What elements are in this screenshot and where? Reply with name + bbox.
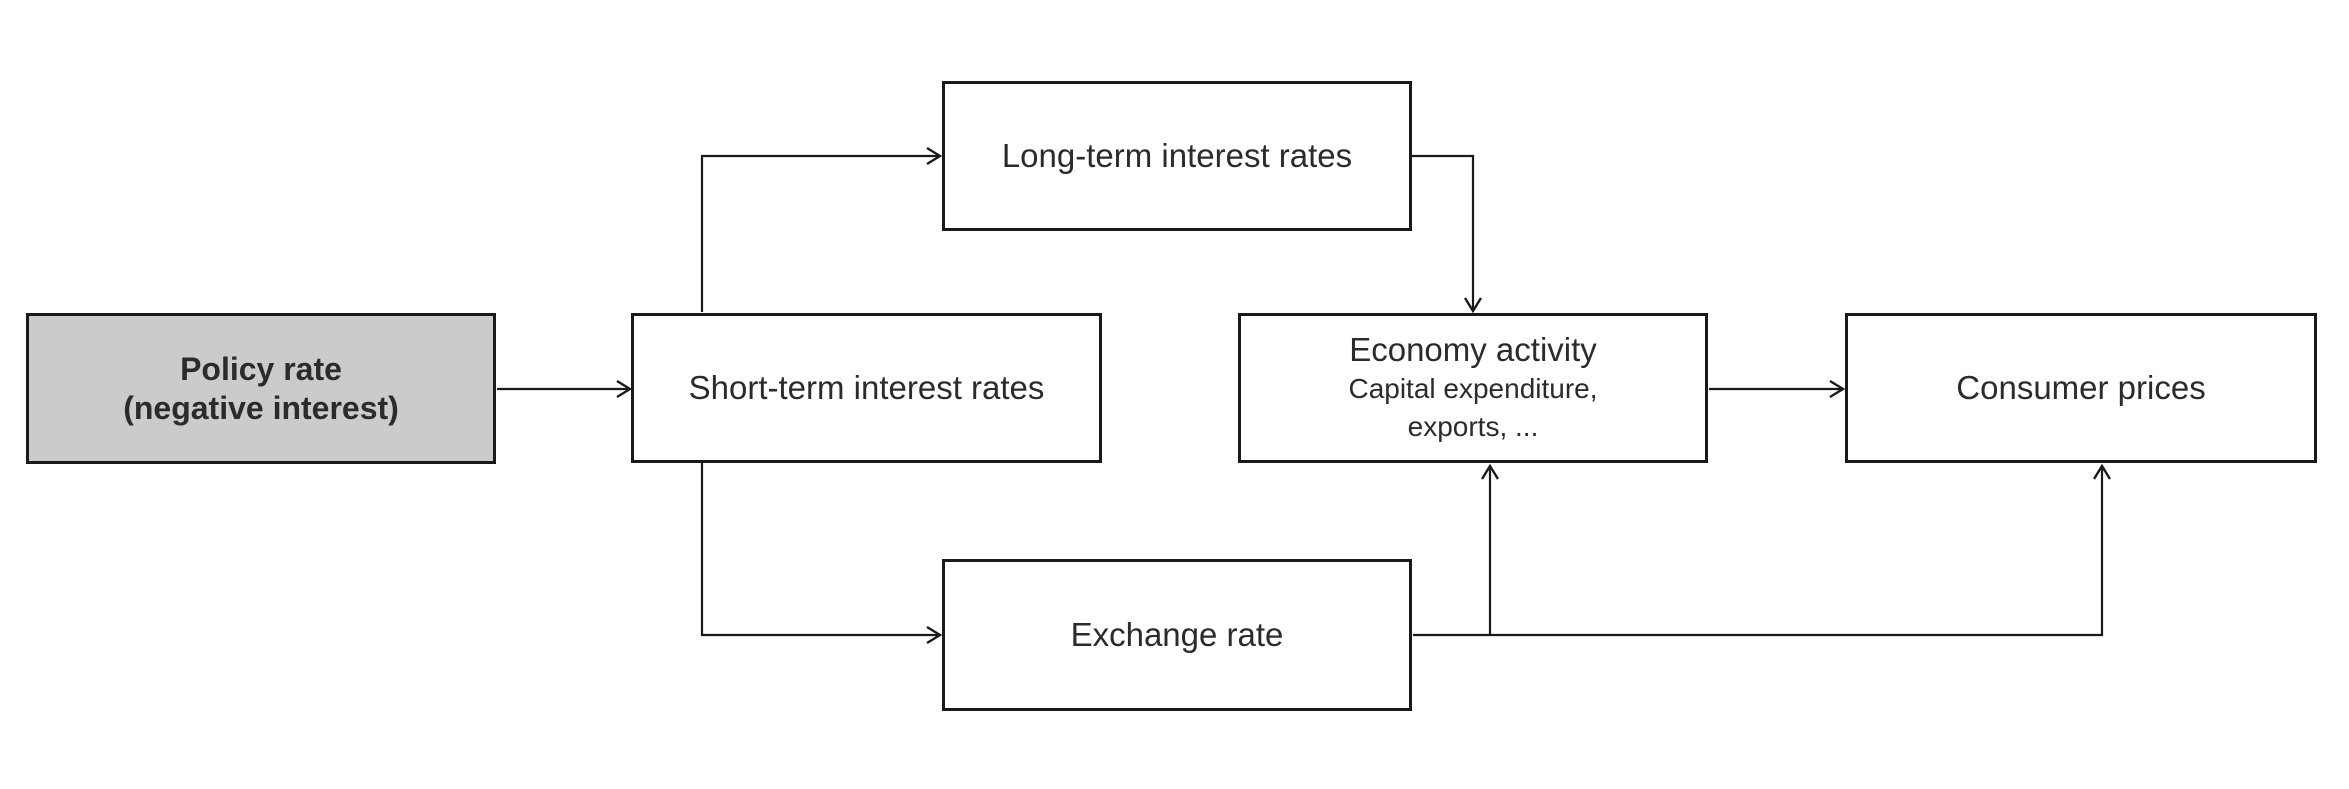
policy-rate-label-line2: (negative interest) [123,389,399,426]
edge-long-term-to-economy-activity [1412,154,1483,314]
node-short-term-interest-rates: Short-term interest rates [631,313,1102,463]
long-term-label: Long-term interest rates [1001,137,1353,174]
consumer-prices-label: Consumer prices [1956,369,2206,406]
economy-activity-sub-line2: exports, ... [1407,411,1539,442]
edge-exchange-rate-to-consumer-prices [1413,463,2112,637]
policy-rate-label-line1: Policy rate [180,350,342,387]
exchange-rate-label: Exchange rate [1070,616,1284,653]
edge-short-term-to-long-term [700,146,943,312]
node-consumer-prices: Consumer prices [1845,313,2317,463]
economy-activity-title: Economy activity [1349,331,1597,368]
node-exchange-rate: Exchange rate [942,559,1412,711]
economy-activity-sub-line1: Capital expenditure, [1348,373,1598,404]
node-policy-rate: Policy rate (negative interest) [26,313,496,464]
node-long-term-interest-rates: Long-term interest rates [942,81,1412,231]
node-economy-activity: Economy activity Capital expenditure, ex… [1238,313,1708,463]
edge-short-term-to-exchange-rate [700,463,943,645]
short-term-label: Short-term interest rates [688,369,1045,406]
